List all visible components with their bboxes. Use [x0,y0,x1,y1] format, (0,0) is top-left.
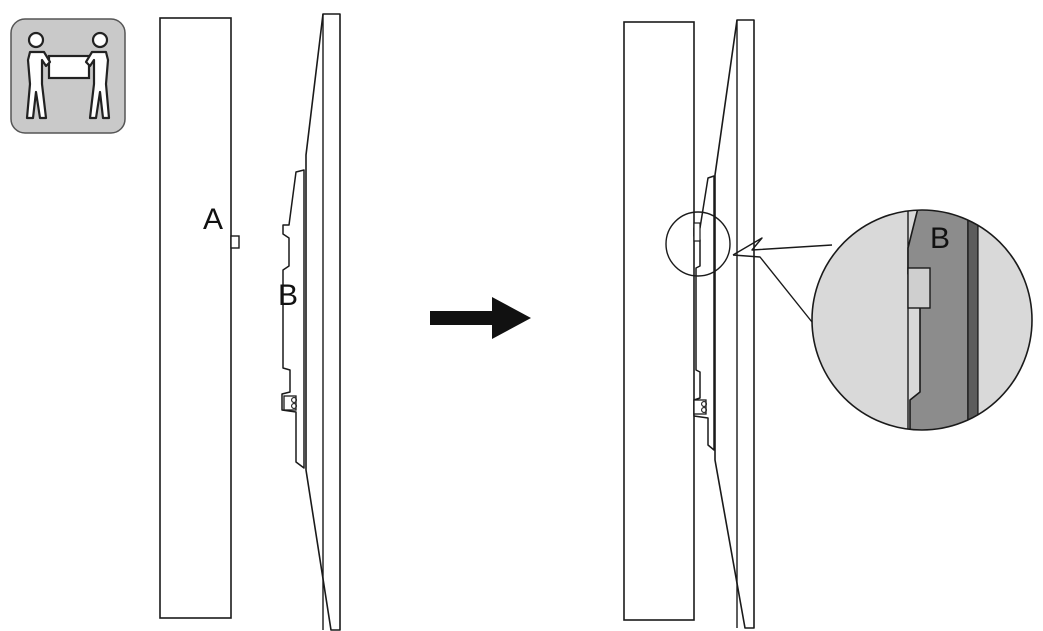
arrow-right-icon [430,297,531,339]
wall-right [623,21,695,621]
label-b-zoom: B [930,222,950,255]
detail-marker-circle [665,211,731,277]
label-b-left: B [278,279,298,312]
tv-bracket-left [281,169,305,469]
tv-left [305,13,341,631]
tv-right [714,19,755,629]
wall-hook-a [230,235,240,249]
two-person-lift-icon [10,18,126,134]
tv-bracket-right [693,175,715,451]
callout-pointer [732,237,833,323]
label-a: A [203,203,223,236]
zoom-detail [811,209,1033,431]
wall-left [159,17,232,619]
